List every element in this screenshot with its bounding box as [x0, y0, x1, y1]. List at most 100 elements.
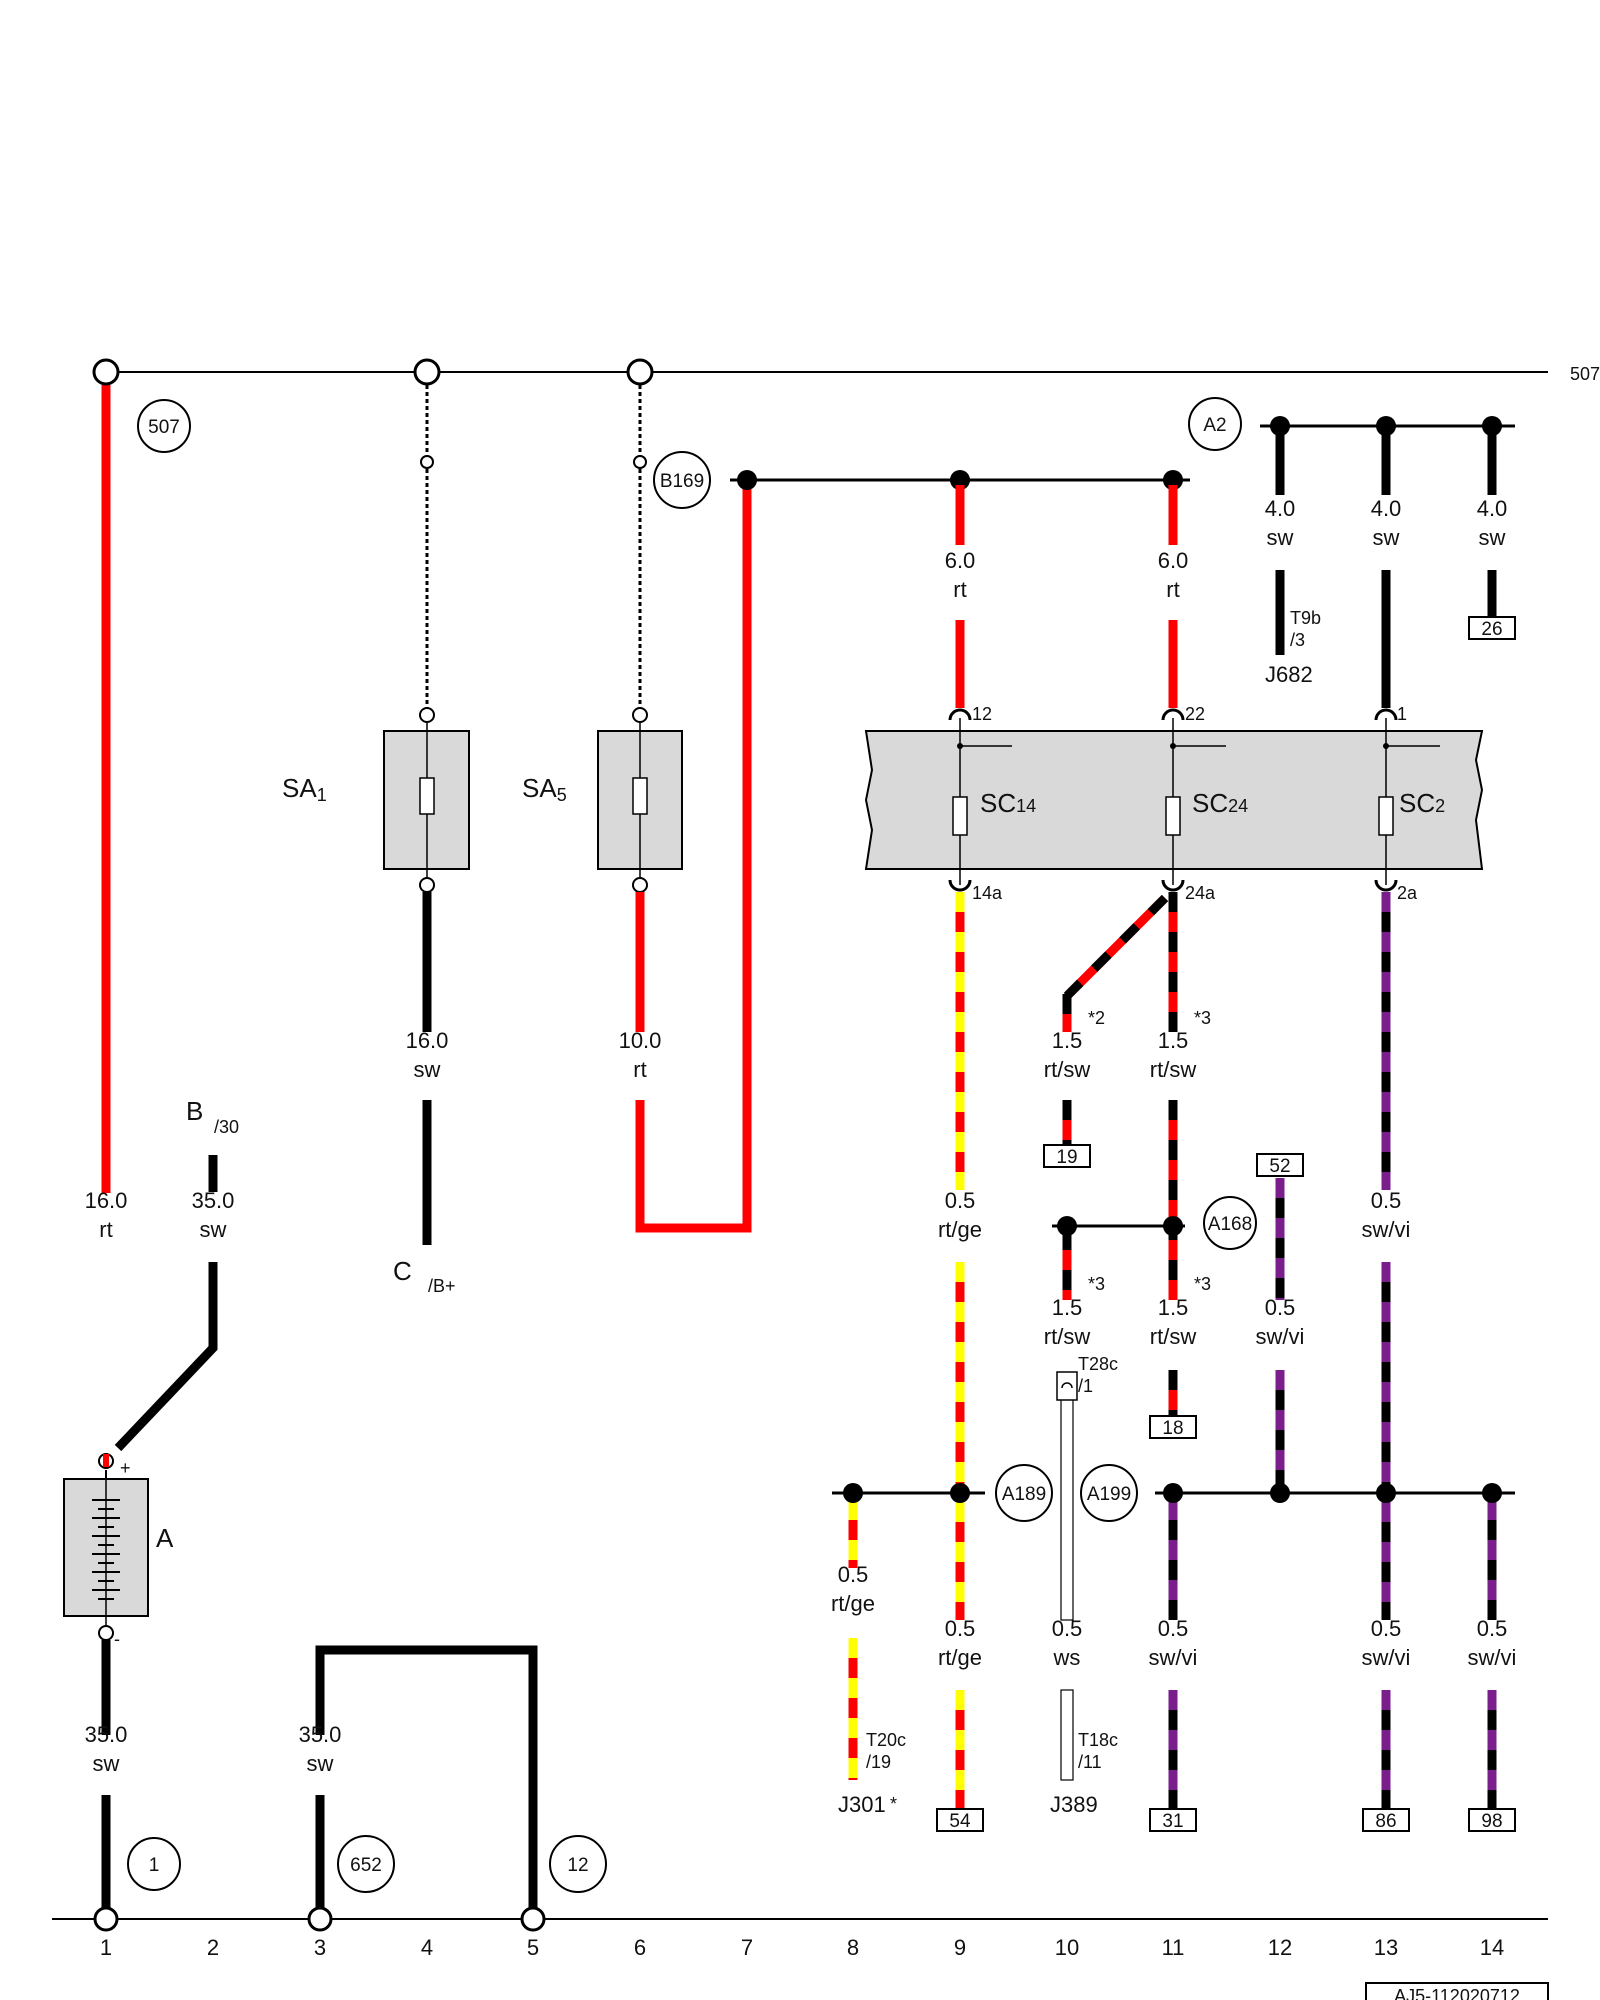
fuse-SA5: [597, 722, 683, 878]
wire-size: 6.0: [945, 548, 976, 573]
wire-color: sw/vi: [1362, 1645, 1411, 1670]
wire-label-w22: 0.5sw/vi: [1468, 1616, 1517, 1670]
wire-spec-labels: 16.0rt35.0sw16.0sw10.0rt6.0rt6.0rt4.0sw4…: [85, 496, 1517, 1776]
doc-id-box: AJ5-112020712: [1365, 1982, 1549, 2000]
note-star3-c: *3: [1194, 1274, 1211, 1294]
dest-box-26: 26: [1468, 616, 1516, 640]
wire-color: rt: [953, 577, 966, 602]
wire-color: rt/sw: [1044, 1324, 1091, 1349]
ref-text-A168: A168: [1208, 1214, 1252, 1235]
term-B: B: [186, 1096, 203, 1126]
wire-color: sw: [1267, 525, 1294, 550]
note-star2: *2: [1088, 1008, 1105, 1028]
wire-size: 0.5: [1371, 1616, 1402, 1641]
dest-box-text: 86: [1375, 1811, 1396, 1832]
wire-color: sw: [1479, 525, 1506, 550]
wire-color: sw/vi: [1256, 1324, 1305, 1349]
conn-T9b-pin: /3: [1290, 630, 1305, 650]
wire-label-w23: 35.0 sw: [85, 1722, 128, 1776]
wire-size: 4.0: [1265, 496, 1296, 521]
ground-node-5: [520, 1906, 546, 1932]
wire-label-w8: 4.0 sw: [1371, 496, 1402, 550]
rail-node-6: [626, 358, 654, 386]
wire-color: sw/vi: [1362, 1217, 1411, 1242]
ref-circle-12: 12: [549, 1835, 607, 1893]
wire-color: rt/sw: [1150, 1324, 1197, 1349]
battery-minus-terminal: [98, 1625, 114, 1641]
ref-circle-A189: A189: [995, 1464, 1053, 1522]
wire-label-w4: 10.0rt: [619, 1028, 662, 1082]
fuse-SA1: [383, 722, 470, 878]
ground-node-1: [93, 1906, 119, 1932]
battery-label: A: [156, 1523, 174, 1553]
wire-col10-rtsw-diag: [1063, 894, 1169, 1000]
ref-circle-A199: A199: [1080, 1464, 1138, 1522]
ref-text-1: 1: [149, 1855, 160, 1876]
battery-minus: -: [114, 1629, 120, 1649]
ref-text-507: 507: [148, 417, 180, 438]
wire-size: 0.5: [1371, 1188, 1402, 1213]
wire-size: 1.5: [1052, 1028, 1083, 1053]
wire-color: rt: [1166, 577, 1179, 602]
wire-label-w21: 0.5 sw/vi: [1362, 1616, 1411, 1670]
fuse-box-SC: [864, 718, 1484, 885]
pin-24a: 24a: [1185, 883, 1216, 903]
dest-box-31: 31: [1149, 1808, 1197, 1832]
wire-color: sw: [307, 1751, 334, 1776]
column-number-12: 12: [1268, 1935, 1292, 1960]
wire-color: rt/ge: [938, 1645, 982, 1670]
dest-box-54: 54: [936, 1808, 984, 1832]
wire-color: rt/ge: [938, 1217, 982, 1242]
rail-node-1: [92, 358, 120, 386]
wire-size: 35.0: [299, 1722, 342, 1747]
wire-label-w2: 35.0sw: [192, 1188, 235, 1242]
wire-label-w3: 16.0sw: [406, 1028, 449, 1082]
wire-color: rt/ge: [831, 1591, 875, 1616]
wire-label-w14: 1.5 rt/sw: [1044, 1295, 1091, 1349]
ref-circle-A2: A2: [1188, 397, 1242, 451]
wire-size: 0.5: [1052, 1616, 1083, 1641]
wire-size: 16.0: [406, 1028, 449, 1053]
pin-22: 22: [1185, 704, 1205, 724]
wire-color: sw: [93, 1751, 120, 1776]
conn-T28c: T28c: [1078, 1354, 1118, 1374]
wire-label-w16: 0.5sw/vi: [1256, 1295, 1305, 1349]
conn-T20c: T20c: [866, 1730, 906, 1750]
column-number-9: 9: [954, 1935, 966, 1960]
wire-color: rt/sw: [1150, 1057, 1197, 1082]
wire-color: rt/sw: [1044, 1057, 1091, 1082]
ground-node-3: [307, 1906, 333, 1932]
ref-text-652: 652: [350, 1855, 382, 1876]
battery-A: [63, 1470, 149, 1625]
wire-size: 1.5: [1052, 1295, 1083, 1320]
column-number-1: 1: [100, 1935, 112, 1960]
pin-12: 12: [972, 704, 992, 724]
wire-color: sw: [1373, 525, 1400, 550]
note-star3-a: *3: [1194, 1008, 1211, 1028]
ref-text-A199: A199: [1087, 1484, 1131, 1505]
column-number-2: 2: [207, 1935, 219, 1960]
wire-label-w11: 1.5rt/sw: [1150, 1028, 1197, 1082]
dest-box-19: 19: [1043, 1144, 1091, 1168]
term-C: C: [393, 1256, 412, 1286]
wire-label-w17: 0.5rt/ge: [831, 1562, 875, 1616]
column-number-6: 6: [634, 1935, 646, 1960]
wire-col10-ws: [1056, 1371, 1078, 1781]
fuse-SC24-label: SC24: [1192, 788, 1248, 818]
column-number-3: 3: [314, 1935, 326, 1960]
ref-text-12: 12: [567, 1855, 588, 1876]
column-number-10: 10: [1055, 1935, 1079, 1960]
wire-size: 4.0: [1371, 496, 1402, 521]
ref-text-A2: A2: [1203, 415, 1226, 436]
wire-label-w9: 4.0sw: [1477, 496, 1508, 550]
wire-label-w18: 0.5rt/ge: [938, 1616, 982, 1670]
wire-color: ws: [1053, 1645, 1081, 1670]
dest-box-text: 98: [1481, 1811, 1502, 1832]
wire-size: 35.0: [85, 1722, 128, 1747]
wire-size: 0.5: [945, 1188, 976, 1213]
rail-node-4: [413, 358, 441, 386]
doc-id: AJ5-112020712: [1394, 1986, 1520, 2000]
